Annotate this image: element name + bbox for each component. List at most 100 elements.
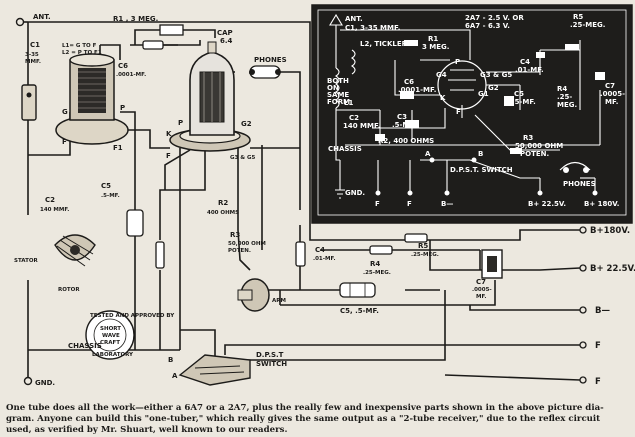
main-c1-value-2: MMF. [25,59,41,65]
dpst-switch [178,354,251,386]
main-r2-value: 400 OHMS [207,210,239,216]
resistor-r5 [404,233,428,243]
inset-phones-label: PHONES [563,180,596,188]
seal-text-3: WAVE [102,333,120,339]
main-tube-g2: G2 [241,120,252,128]
main-tube-g3g5: G3 & G5 [230,155,255,161]
main-c5b-label: C5, .5-MF. [340,307,379,315]
inset-r5-value: .25-MEG. [570,21,605,29]
inset-c6-label: C6 [404,78,414,86]
inset-l2-label: L2, TICKLER [360,40,408,48]
inset-bottom-f2: F [407,200,412,208]
main-f1-label: F [595,341,601,351]
inset-tube-label-2: 6A7 - 6.3 V. [465,22,510,30]
inset-p-label: P [455,58,460,66]
seal-text-5: LABORATORY [92,352,134,358]
inset-bottom-f1: F [375,200,380,208]
inset-c6-value: .0001-MF. [398,86,436,94]
main-switch-b: B [168,356,173,364]
main-r4-value: .25-MEG. [363,270,391,276]
main-c4-label: C4 [315,246,325,254]
inset-c3-value: .5-MF. [392,121,416,129]
inset-bottom-b180: B+ 180V. [584,200,619,208]
seal-text-4: CRAFT [100,340,120,346]
caption-line-2: gram. Anyone can build this "one-tuber,"… [6,414,601,424]
main-chassis-label: CHASSIS [68,342,102,350]
main-dpst-label-1: D.P.S.T [256,351,284,359]
inset-c7-value-1: .0005- [600,90,625,98]
inset-c7-value-2: MF. [605,98,618,106]
main-labels: ANT. C1 3-35 MMF. R1 , 3 MEG. C6 .0001-M… [14,13,635,387]
inset-c1-label: C1, 3-35 MMF. [345,24,400,32]
variable-capacitor-c2 [54,234,96,267]
main-r4-label: R4 [370,260,380,268]
main-pin-p: P [120,104,125,112]
inset-switch-a: A [425,150,431,158]
main-gnd-label: GND. [35,379,55,387]
capacitor-c7 [481,249,503,279]
antenna-terminal [15,17,28,27]
inset-f-label: F [456,108,461,116]
inset-c2-value: 140 MMF. [343,122,380,130]
inset-r3-label: R3 [523,134,533,142]
resistor-r2 [155,241,165,269]
main-coil-label-2: L2 = P TO F1 [62,50,102,56]
capacitor-c4 [295,241,306,267]
main-pin-f: F [62,138,67,146]
main-f2-label: F [595,377,601,387]
seal-emblem [85,310,135,360]
main-dpst-label-2: SWITCH [256,360,287,368]
main-ant-label: ANT. [33,13,51,21]
inset-k-label: K [440,94,446,102]
main-c6-value: .0001-MF. [116,72,146,78]
main-c1-label: C1 [30,41,40,49]
output-terminals [579,226,587,384]
inset-g4-label: G4 [436,71,447,79]
inset-dpst-label: D.P.S.T. SWITCH [450,166,513,174]
main-c2-value: 140 MMF. [40,207,69,213]
vacuum-tube [189,41,235,136]
inset-r3-value-2: POTEN. [520,150,549,158]
inset-g2-label: G2 [488,84,499,92]
grid-leak-resistor-r1 [130,40,178,50]
inset-both-label-3: SAME [327,91,349,99]
inset-l1-label: L1 [344,99,353,107]
inset-c5-value: .5-MF. [512,98,536,106]
capacitor-c5-large [339,282,376,298]
trimmer-capacitor-c1 [21,84,37,121]
inset-ant-label: ANT. [345,15,363,23]
main-c7-value-2: MF. [476,294,487,300]
inset-c7-label: C7 [605,82,615,90]
main-pin-f1: F1 [113,144,123,152]
inset-c4-label: C4 [520,58,530,66]
main-c4-value: .01-MF. [313,256,336,262]
figure-caption: One tube does all the work—either a 6A7 … [6,403,630,436]
inset-c4-value: .01-MF. [515,66,544,74]
inset-both-label-1: BOTH [327,77,349,85]
inset-c3-label: C3 [397,113,407,121]
inset-both-label-4: FORM [327,98,350,106]
main-r5-value: .25-MEG. [411,252,439,258]
inset-r4-value-2: MEG. [557,101,577,109]
potentiometer-r3 [237,278,270,312]
main-r2-label: R2 [218,199,228,207]
main-pin-g: G [62,108,68,116]
seal-text-2: SHORT [100,326,121,332]
main-c6-label: C6 [118,62,128,70]
main-b180-label: B+180V. [590,226,630,236]
coil-form [55,53,129,145]
main-stator-label: STATOR [14,258,39,264]
inset-r4-value-1: .25- [557,93,572,101]
main-r3-value-2: POTEN. [228,248,251,254]
main-r5-label: R5 [418,242,428,250]
inset-r1-value: 3 MEG. [422,43,449,51]
capacitor-c5-tubular [126,209,144,237]
inset-c2-label: C2 [349,114,359,122]
inset-bottom-b22: B+ 22.5V. [528,200,566,208]
main-c7-label: C7 [476,278,486,286]
main-tube-k: K [166,130,172,138]
main-coil-label-1: L1= G TO F [62,43,97,49]
main-cap-value: 6.4 [220,37,233,45]
